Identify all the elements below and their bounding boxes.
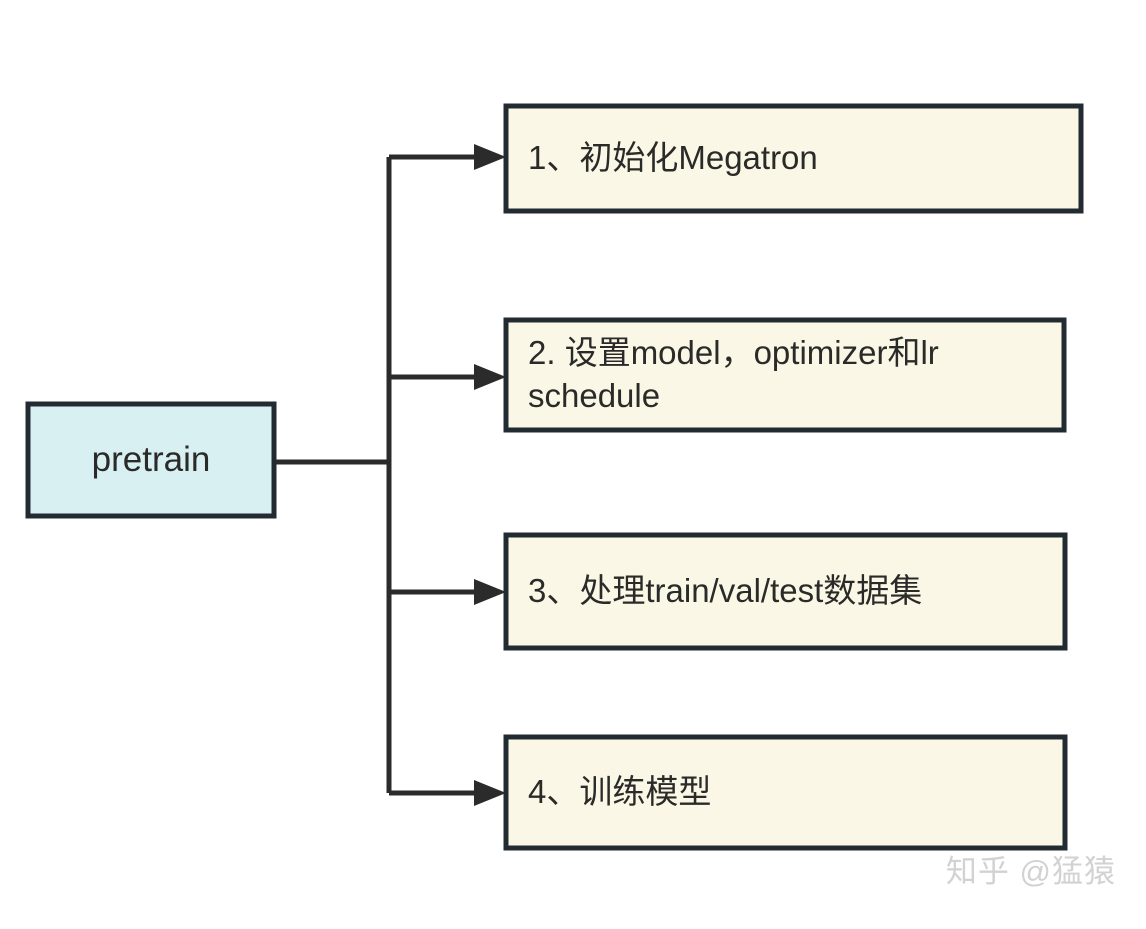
arrowhead-4-icon [474, 780, 506, 806]
node-step-1-box[interactable] [503, 103, 1084, 214]
arrowhead-2-icon [474, 364, 506, 390]
node-step-4-box[interactable] [503, 734, 1068, 851]
arrowhead-3-icon [474, 579, 506, 605]
watermark-text: 知乎 @猛猿 [945, 854, 1116, 889]
node-step-3-box[interactable] [503, 532, 1068, 651]
connector-group [274, 144, 506, 806]
arrowhead-1-icon [474, 144, 506, 170]
node-step-2-box[interactable] [503, 317, 1067, 433]
node-pretrain-box[interactable] [25, 401, 277, 519]
